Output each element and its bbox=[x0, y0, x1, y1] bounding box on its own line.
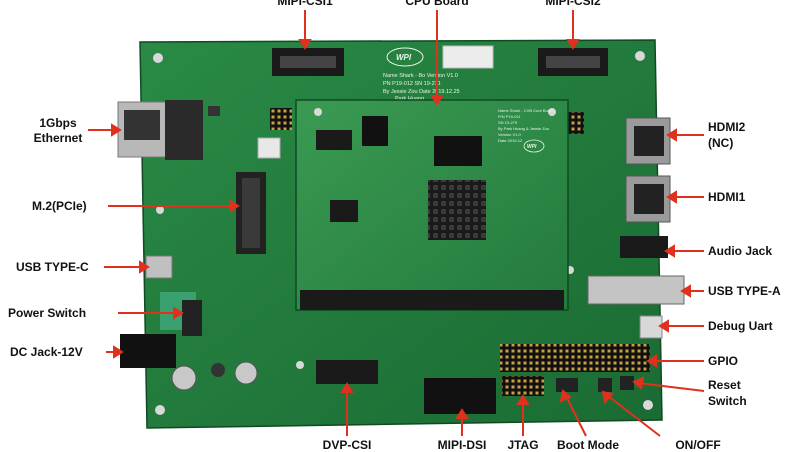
arrow-boot-mode bbox=[559, 389, 587, 437]
label-usb-c: USB TYPE-C bbox=[16, 260, 89, 274]
arrow-power-switch bbox=[118, 306, 184, 320]
silk-by-line: By Jessie Zou Date 2019.12.25 bbox=[383, 89, 460, 95]
arrow-usb-c bbox=[104, 260, 150, 274]
m2-slot bbox=[236, 172, 266, 254]
arrows bbox=[88, 10, 705, 437]
arrow-hdmi2 bbox=[666, 128, 704, 142]
serial-sticker bbox=[442, 45, 494, 69]
label-on-off: ON/OFF bbox=[675, 438, 721, 452]
cpu-silk-line1: Name Shark - CVB Core Board bbox=[498, 108, 554, 113]
cpu-silk-line4: By Park Huang & Jessie Zou bbox=[498, 126, 549, 131]
cpu-silk-line6: Date 2019-12 bbox=[498, 138, 523, 143]
jtag-header bbox=[502, 376, 544, 396]
wpi-logo: WPI bbox=[386, 47, 424, 67]
ethernet-port bbox=[117, 100, 220, 160]
heatsink bbox=[428, 180, 486, 240]
arrow-cpu-board bbox=[430, 10, 444, 106]
mipi-csi2-connector bbox=[538, 48, 608, 76]
label-power-switch: Power Switch bbox=[8, 306, 87, 320]
label-m2: M.2(PCIe) bbox=[32, 199, 87, 213]
label-jtag: JTAG bbox=[507, 438, 539, 452]
arrow-jtag bbox=[516, 394, 530, 436]
audio-jack-part bbox=[620, 236, 668, 258]
label-hdmi2-line1: HDMI2 bbox=[708, 120, 746, 134]
cpu-logo: WPI bbox=[527, 144, 537, 150]
arrow-mipi-csi2 bbox=[566, 10, 580, 50]
white-connector bbox=[257, 137, 281, 159]
label-mipi-csi1: MIPI-CSI1 bbox=[277, 0, 333, 8]
label-mipi-csi2: MIPI-CSI2 bbox=[545, 0, 601, 8]
arrow-mipi-csi1 bbox=[298, 10, 312, 50]
cpu-silk-line5: Version V1.0 bbox=[498, 132, 521, 137]
usb-a-port bbox=[587, 275, 685, 305]
silk-pn-line: PN P19-012 SN 19-271 bbox=[383, 81, 441, 87]
label-reset-line2: Switch bbox=[708, 394, 747, 408]
silk-name-line: Name Shark - Bo Version V1.0 bbox=[383, 73, 458, 79]
debug-uart-port bbox=[639, 315, 663, 339]
arrow-reset bbox=[632, 376, 705, 392]
arrow-on-off bbox=[601, 390, 661, 437]
on-off-switch bbox=[598, 378, 612, 392]
arrow-m2 bbox=[108, 199, 240, 213]
dc-jack-part bbox=[120, 334, 176, 368]
label-ethernet-line2: Ethernet bbox=[33, 131, 83, 145]
label-boot-mode: Boot Mode bbox=[557, 438, 619, 452]
mipi-csi1-connector bbox=[272, 48, 344, 76]
label-usb-a: USB TYPE-A bbox=[708, 284, 781, 298]
arrow-hdmi1 bbox=[666, 190, 704, 204]
label-ethernet-line1: 1Gbps bbox=[39, 116, 77, 130]
label-cpu-board: CPU Board bbox=[405, 0, 469, 8]
cpu-silk-line2: P/N P19-011 bbox=[498, 114, 521, 119]
reset-switch-part bbox=[620, 376, 634, 390]
label-dvp-csi: DVP-CSI bbox=[322, 438, 372, 452]
cpu-board: Name Shark - CVB Core Board P/N P19-011 … bbox=[295, 99, 569, 311]
capacitors bbox=[171, 361, 258, 391]
arrow-ethernet bbox=[88, 123, 122, 137]
hdmi1-port bbox=[625, 175, 671, 223]
mipi-dsi-connector bbox=[424, 378, 496, 414]
label-gpio: GPIO bbox=[708, 354, 739, 368]
label-hdmi2-line2: (NC) bbox=[708, 136, 734, 150]
gpio-header bbox=[500, 344, 650, 372]
boot-mode-switch bbox=[556, 378, 578, 392]
label-audio-jack: Audio Jack bbox=[708, 244, 773, 258]
arrow-audio-jack bbox=[664, 244, 704, 258]
arrow-debug-uart bbox=[658, 319, 704, 333]
label-reset-line1: Reset bbox=[708, 378, 741, 392]
silk-by-line2: Park Huang bbox=[395, 96, 424, 102]
cpu-silk-line3: SN 19-279 bbox=[498, 120, 518, 125]
pin-header-left bbox=[270, 108, 292, 130]
arrow-usb-a bbox=[680, 284, 704, 298]
arrow-gpio bbox=[646, 354, 704, 368]
usb-c-port bbox=[145, 255, 173, 279]
arrow-dc-jack bbox=[106, 345, 124, 359]
label-mipi-dsi: MIPI-DSI bbox=[437, 438, 487, 452]
arrow-dvp-csi bbox=[340, 382, 354, 436]
dvp-csi-connector bbox=[316, 360, 378, 384]
label-hdmi1: HDMI1 bbox=[708, 190, 746, 204]
silkscreen: WPI Name Shark - Bo Version V1.0 PN P19-… bbox=[383, 47, 460, 102]
arrow-mipi-dsi bbox=[455, 408, 469, 436]
wpi-logo-text: WPI bbox=[396, 53, 412, 62]
label-debug-uart: Debug Uart bbox=[708, 319, 773, 333]
hdmi2-port bbox=[625, 117, 671, 165]
power-switch-part bbox=[160, 292, 202, 336]
label-dc-jack: DC Jack-12V bbox=[10, 345, 83, 359]
